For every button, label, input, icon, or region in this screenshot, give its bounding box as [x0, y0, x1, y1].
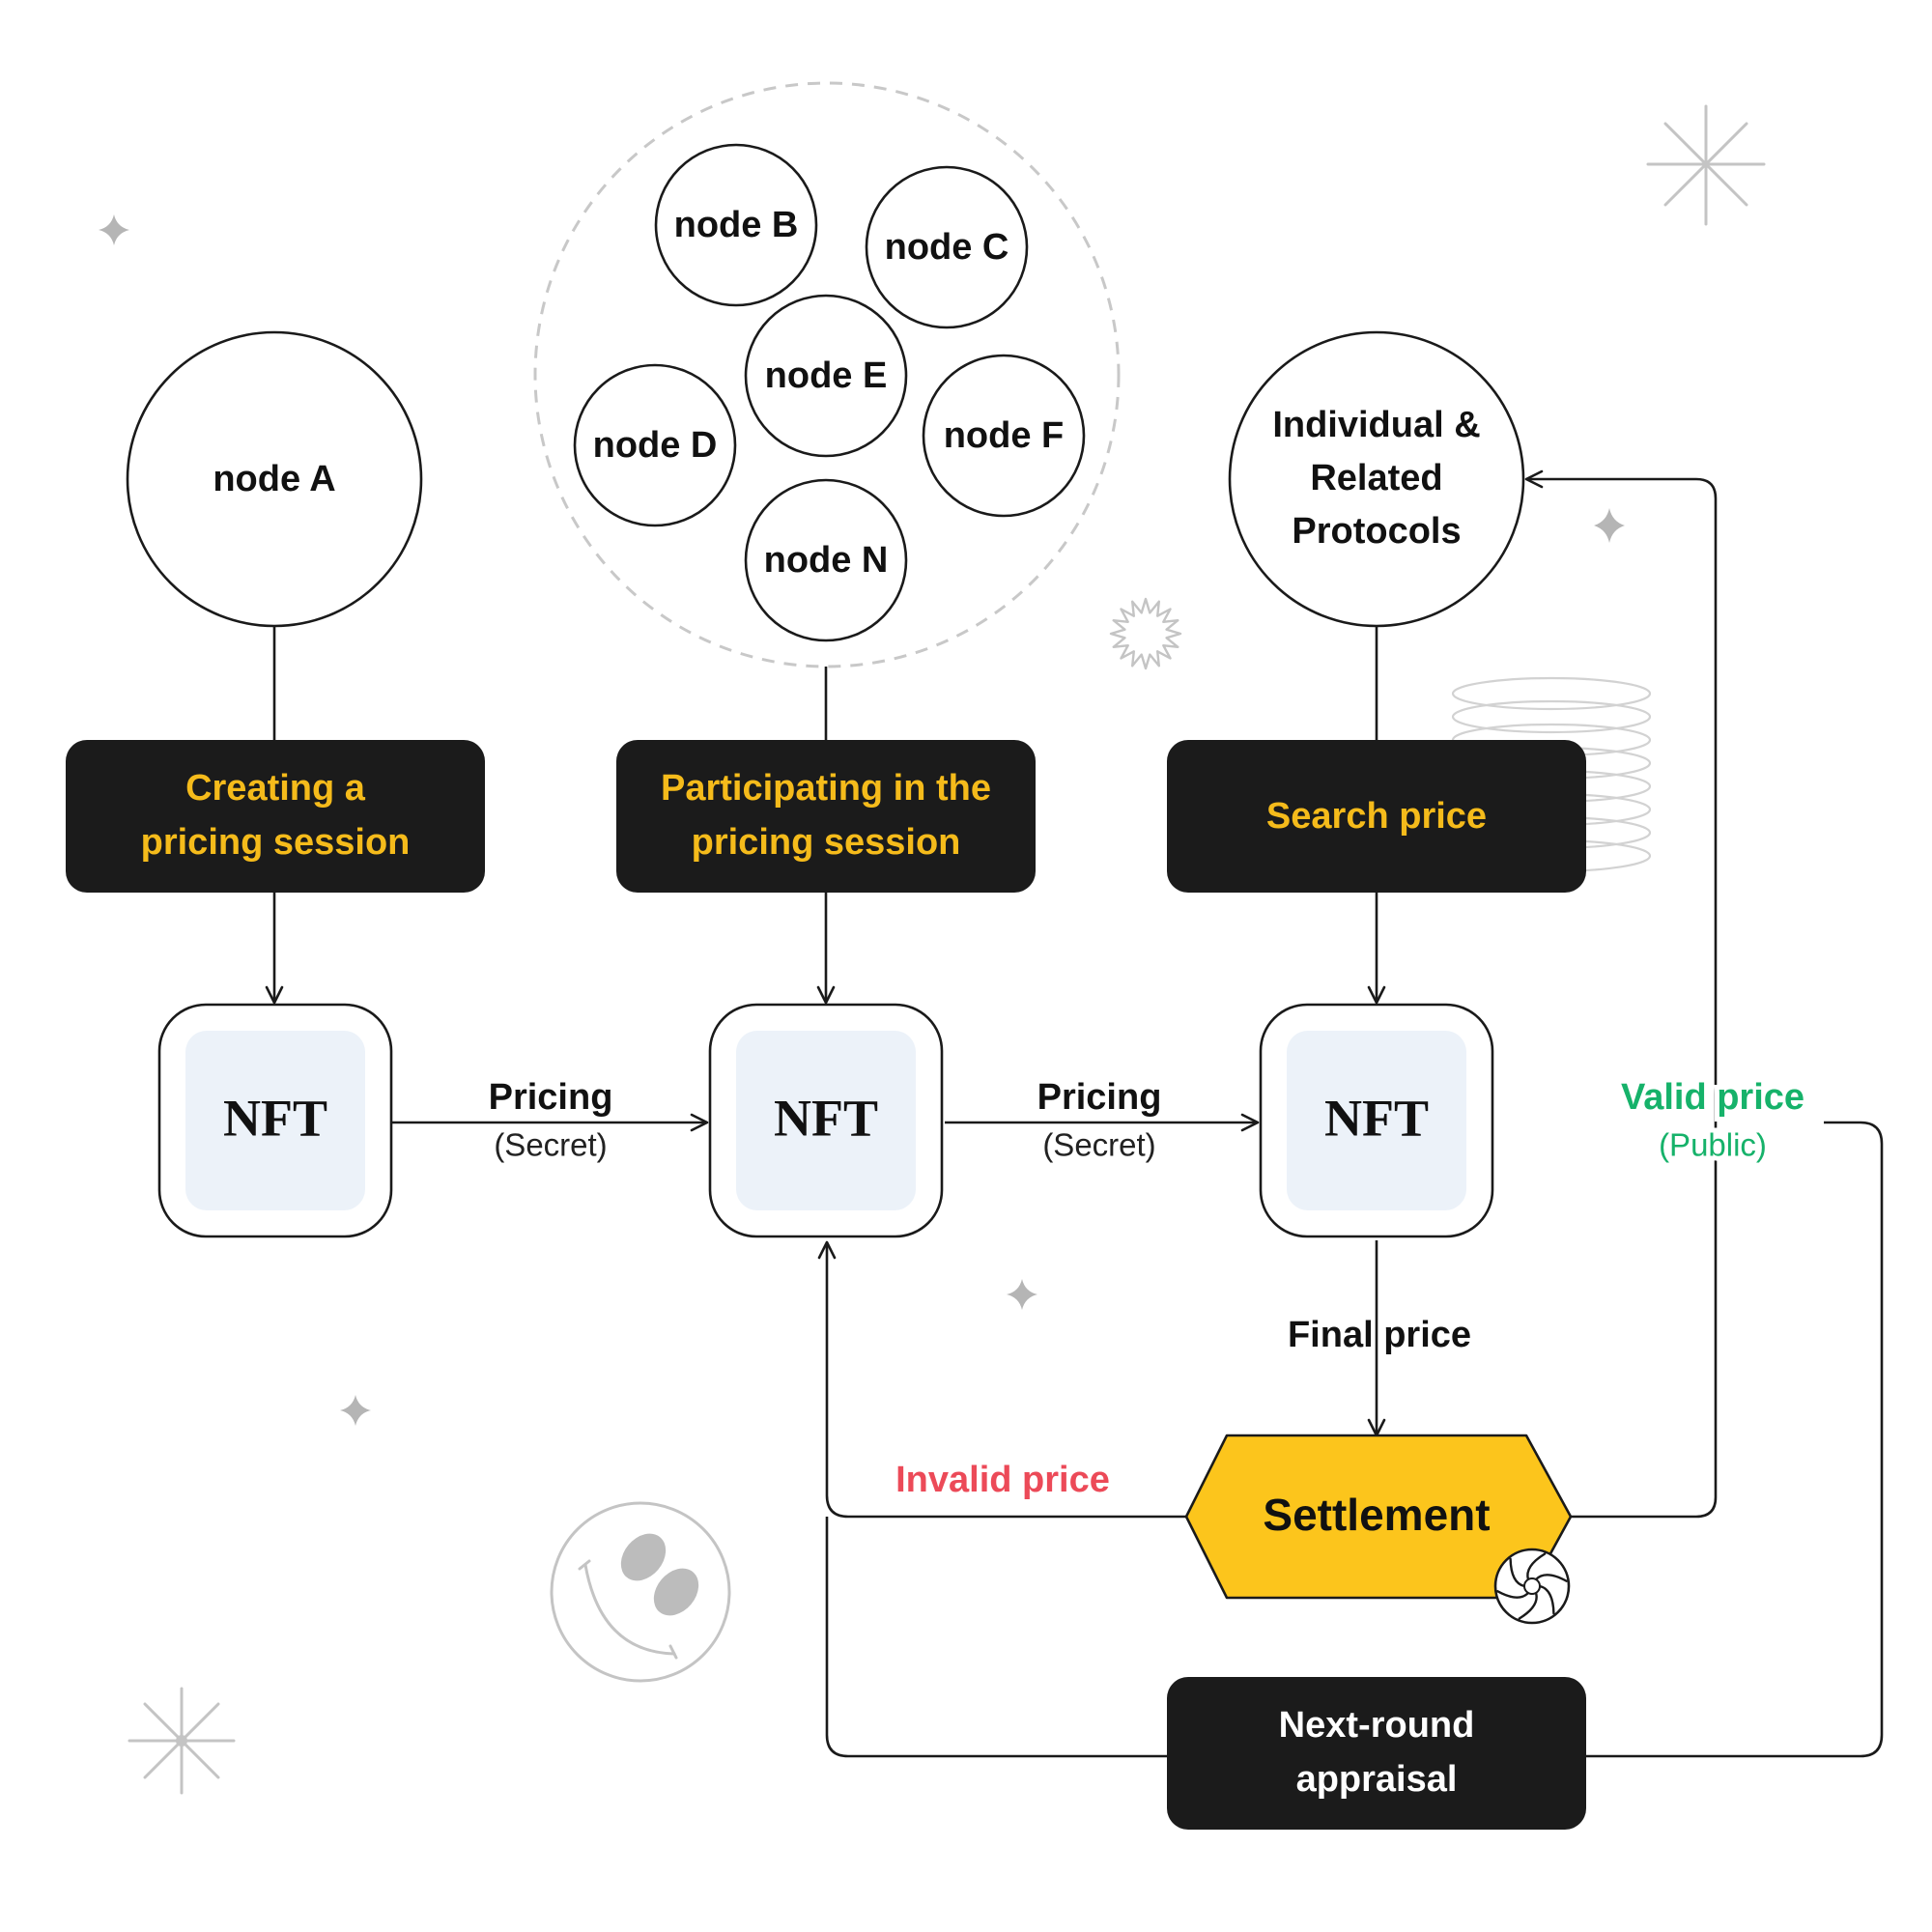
node-circles: node A node B node C node E node D node …	[126, 143, 1525, 642]
search-price-label: Search price	[1266, 796, 1487, 837]
creating-session-box: Creating a pricing session	[66, 740, 485, 893]
settlement-node: Settlement	[1184, 1434, 1573, 1625]
node-c: node C	[865, 165, 1029, 329]
creating-session-line2: pricing session	[141, 822, 411, 863]
sparkle-icon	[99, 214, 129, 245]
node-f: node F	[922, 354, 1086, 518]
secret-label-1: (Secret)	[494, 1127, 607, 1163]
shutter-badge-icon	[1493, 1548, 1571, 1625]
dashed-cluster-ring	[533, 81, 1121, 668]
secret-label-2: (Secret)	[1042, 1127, 1155, 1163]
node-d: node D	[573, 363, 737, 527]
participating-session-line1: Participating in the	[661, 768, 991, 809]
nft-label-1: NFT	[223, 1089, 327, 1147]
node-a: node A	[126, 330, 423, 628]
edge-nextround-right	[1586, 1121, 1884, 1758]
node-a-label: node A	[213, 459, 335, 499]
node-b-label: node B	[674, 205, 799, 245]
nft-card-3: NFT	[1259, 1003, 1494, 1238]
sparkle-icon	[1007, 1279, 1037, 1310]
sparkle-icon	[340, 1395, 371, 1426]
search-price-box: Search price	[1167, 740, 1586, 893]
next-round-line2: appraisal	[1296, 1759, 1458, 1800]
public-label: (Public)	[1659, 1127, 1767, 1163]
participating-session-box: Participating in the pricing session	[616, 740, 1036, 893]
asterisk-star-icon	[1646, 104, 1766, 226]
starburst-icon	[1109, 597, 1182, 670]
nft-label-2: NFT	[774, 1089, 878, 1147]
invalid-price-label: Invalid price	[895, 1460, 1110, 1500]
final-price-label: Final price	[1288, 1315, 1471, 1355]
node-n: node N	[744, 478, 908, 642]
pricing-label-1: Pricing	[489, 1077, 613, 1118]
connectors	[265, 469, 1884, 1758]
smiley-face-icon	[550, 1501, 731, 1683]
creating-session-line1: Creating a	[185, 768, 366, 809]
edge-labels: Pricing (Secret) Pricing (Secret) Final …	[489, 1072, 1809, 1500]
nft-cards: NFT NFT NFT	[157, 1003, 1494, 1238]
next-round-appraisal-box: Next-round appraisal	[1167, 1677, 1586, 1830]
edge-nextround-left	[825, 1517, 1167, 1758]
asterisk-star-icon	[128, 1687, 236, 1795]
decorations	[99, 81, 1766, 1795]
valid-price-label: Valid price	[1621, 1077, 1804, 1118]
node-n-label: node N	[764, 540, 889, 581]
participating-session-line2: pricing session	[692, 822, 961, 863]
node-c-label: node C	[885, 227, 1009, 268]
nft-card-2: NFT	[708, 1003, 944, 1238]
nft-card-1: NFT	[157, 1003, 393, 1238]
nft-label-3: NFT	[1324, 1089, 1429, 1147]
step-boxes: Creating a pricing session Participating…	[66, 740, 1586, 1830]
node-protocols: Individual & Related Protocols	[1228, 330, 1525, 628]
protocols-label-line1: Individual &	[1272, 405, 1480, 445]
protocols-label-line2: Related	[1310, 458, 1442, 498]
node-e: node E	[744, 294, 908, 458]
edge-invalid-nft2	[817, 1240, 1186, 1519]
next-round-line1: Next-round	[1279, 1705, 1475, 1746]
edge-settlement-protocols	[1524, 469, 1718, 1519]
settlement-label: Settlement	[1263, 1490, 1490, 1540]
node-d-label: node D	[593, 425, 718, 466]
node-b: node B	[654, 143, 818, 307]
sparkle-icon	[1594, 508, 1625, 543]
pricing-label-2: Pricing	[1037, 1077, 1162, 1118]
node-e-label: node E	[765, 355, 888, 396]
node-f-label: node F	[944, 415, 1065, 456]
protocols-label-line3: Protocols	[1292, 511, 1461, 552]
